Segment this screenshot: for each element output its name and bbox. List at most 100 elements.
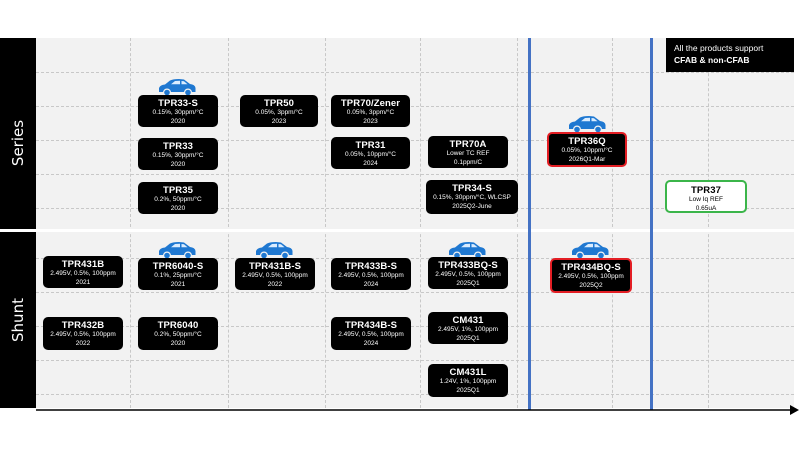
product-date: 2021 [170, 280, 186, 288]
product-card-tpr36q: TPR36Q 0.05%, 10ppm/°C 2026Q1-Mar [547, 132, 627, 167]
product-date: 2025Q1 [456, 386, 480, 394]
product-spec: 1.24V, 1%, 100ppm [439, 378, 497, 385]
product-name: TPR433B-S [344, 261, 398, 272]
grid-line [708, 38, 709, 408]
product-card-tpr431b: TPR431B 2.495V, 0.5%, 100ppm 2021 [43, 256, 123, 288]
product-date: 0.1ppm/C [453, 158, 483, 166]
product-spec: 0.15%, 30ppm/°C, WLCSP [433, 194, 511, 201]
product-name: TPR6040-S [152, 261, 204, 272]
row-separator [0, 229, 800, 232]
product-date: 2024 [363, 159, 378, 167]
product-spec: Lower TC REF [446, 150, 490, 157]
grid-line [36, 360, 794, 361]
product-card-tpr34-s: TPR34-S 0.15%, 30ppm/°C, WLCSP 2025Q2-Ju… [426, 180, 518, 214]
product-spec: 0.2%, 50ppm/°C [154, 196, 202, 203]
grid-line [36, 208, 794, 209]
product-name: TPR50 [263, 98, 295, 109]
product-card-tpr433b-s: TPR433B-S 2.495V, 0.5%, 100ppm 2024 [331, 258, 411, 290]
product-spec: 0.05%, 10ppm/°C [561, 147, 613, 154]
cfab-note: All the products support CFAB & non-CFAB [666, 38, 794, 72]
product-card-tpr37: TPR37 Low Iq REF 0.65uA [665, 180, 747, 213]
car-icon [572, 242, 609, 260]
grid-line [36, 72, 794, 73]
product-date: 2025Q2-June [452, 202, 492, 210]
car-icon [569, 116, 606, 134]
product-spec: 0.05%, 3ppm/°C [346, 109, 395, 116]
series-row-band [0, 38, 36, 230]
product-name: TPR431B-S [248, 261, 302, 272]
product-name: TPR34-S [452, 183, 492, 194]
roadmap-divider-1 [528, 38, 531, 410]
product-date: 2020 [170, 160, 186, 168]
product-name: TPR37 [690, 185, 722, 196]
product-card-tpr433bq-s: TPR433BQ-S 2.495V, 0.5%, 100ppm 2025Q1 [428, 257, 508, 289]
product-spec: 2.495V, 0.5%, 100ppm [558, 273, 624, 280]
product-date: 2023 [363, 117, 378, 125]
product-name: TPR434B-S [344, 320, 398, 331]
product-card-tpr434bq-s: TPR434BQ-S 2.495V, 0.5%, 100ppm 2025Q2 [550, 258, 632, 293]
product-name: TPR35 [162, 185, 194, 196]
product-spec: 2.495V, 0.5%, 100ppm [242, 272, 308, 279]
product-card-tpr35: TPR35 0.2%, 50ppm/°C 2020 [138, 182, 218, 214]
product-name: CM431 [452, 315, 484, 326]
product-name: TPR433BQ-S [438, 260, 498, 271]
product-name: TPR70/Zener [340, 98, 401, 109]
product-spec: 0.05%, 3ppm/°C [255, 109, 303, 116]
car-icon [159, 79, 196, 97]
grid-line [612, 38, 613, 408]
cfab-note-line1: All the products support [674, 43, 764, 53]
shunt-row-band [0, 232, 36, 408]
product-name: TPR434BQ-S [561, 262, 621, 273]
product-card-cm431l: CM431L 1.24V, 1%, 100ppm 2025Q1 [428, 364, 508, 397]
cfab-note-line2: CFAB & non-CFAB [674, 55, 750, 65]
product-card-tpr432b: TPR432B 2.495V, 0.5%, 100ppm 2022 [43, 317, 123, 350]
product-date: 2024 [363, 280, 379, 288]
grid-line [36, 174, 794, 175]
product-date: 2022 [267, 280, 283, 288]
product-date: 2020 [170, 204, 186, 212]
product-spec: 0.2%, 50ppm/°C [154, 331, 202, 338]
product-spec: 2.495V, 0.5%, 100ppm [338, 331, 404, 338]
product-card-tpr434b-s: TPR434B-S 2.495V, 0.5%, 100ppm 2024 [331, 317, 411, 350]
product-spec: 2.495V, 1%, 100ppm [437, 326, 499, 333]
grid-line [420, 38, 421, 408]
grid-line [325, 38, 326, 408]
product-spec: Low Iq REF [689, 196, 723, 203]
product-card-tpr50: TPR50 0.05%, 3ppm/°C 2023 [240, 95, 318, 127]
grid-line [517, 38, 518, 408]
product-spec: 2.495V, 0.5%, 100ppm [435, 271, 501, 278]
product-spec: 0.15%, 30ppm/°C [152, 109, 204, 116]
grid-line [36, 292, 794, 293]
product-spec: 2.495V, 0.5%, 100ppm [338, 272, 404, 279]
product-name: CM431L [449, 367, 487, 378]
product-card-tpr31: TPR31 0.05%, 10ppm/°C 2024 [331, 137, 410, 169]
product-card-tpr33: TPR33 0.15%, 30ppm/°C 2020 [138, 138, 218, 170]
product-spec: 0.05%, 10ppm/°C [344, 151, 397, 158]
product-card-tpr431b-s: TPR431B-S 2.495V, 0.5%, 100ppm 2022 [235, 258, 315, 290]
product-date: 2020 [170, 339, 186, 347]
product-date: 2025Q2 [579, 281, 603, 289]
product-name: TPR431B [61, 259, 105, 270]
product-date: 2025Q1 [456, 279, 480, 287]
roadmap-divider-2 [650, 38, 653, 410]
product-card-tpr33-s: TPR33-S 0.15%, 30ppm/°C 2020 [138, 95, 218, 127]
product-date: 2026Q1-Mar [568, 155, 606, 163]
product-date: 2022 [75, 339, 91, 347]
grid-line [130, 38, 131, 408]
product-spec: 0.1%, 25ppm/°C [154, 272, 202, 279]
grid-line [228, 38, 229, 408]
product-card-tpr70a: TPR70A Lower TC REF 0.1ppm/C [428, 136, 508, 168]
grid-line [36, 394, 794, 395]
product-name: TPR33 [162, 141, 194, 152]
product-name: TPR70A [449, 139, 487, 150]
product-card-cm431: CM431 2.495V, 1%, 100ppm 2025Q1 [428, 312, 508, 344]
product-card-tpr6040: TPR6040 0.2%, 50ppm/°C 2020 [138, 317, 218, 350]
product-spec: 0.15%, 30ppm/°C [152, 152, 204, 159]
car-icon [256, 242, 293, 260]
product-date: 2024 [363, 339, 379, 347]
grid-line [36, 326, 794, 327]
grid-line [36, 258, 794, 259]
product-name: TPR31 [355, 140, 386, 151]
product-spec: 2.495V, 0.5%, 100ppm [50, 331, 116, 338]
